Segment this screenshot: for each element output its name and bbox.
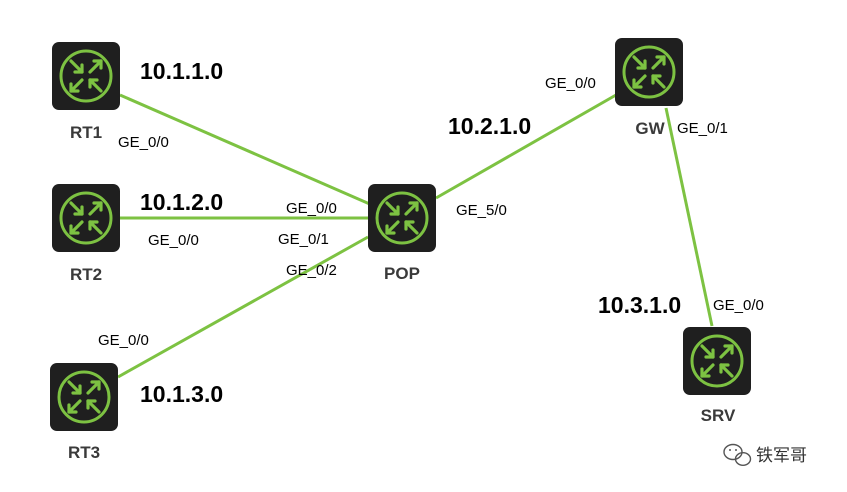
subnet-label-gw-srv: 10.3.1.0 xyxy=(598,292,681,318)
iface-label-gw-srv: GE_0/1 xyxy=(677,120,728,137)
link-rt3-pop xyxy=(117,235,369,379)
router-pop[interactable] xyxy=(366,182,438,254)
iface-label-pop-rt2: GE_0/1 xyxy=(278,231,329,248)
router-rt1[interactable] xyxy=(50,40,122,112)
router-label-gw: GW xyxy=(635,119,665,138)
wechat-icon xyxy=(723,443,752,467)
router-label-rt1: RT1 xyxy=(70,123,102,142)
router-icon xyxy=(50,182,122,254)
subnet-label-rt3-pop: 10.1.3.0 xyxy=(140,381,223,407)
router-rt3[interactable] xyxy=(48,361,120,433)
router-rt2[interactable] xyxy=(50,182,122,254)
iface-label-rt1: GE_0/0 xyxy=(118,134,169,151)
router-icon xyxy=(366,182,438,254)
watermark: 铁军哥 xyxy=(723,443,807,467)
watermark-text: 铁军哥 xyxy=(756,446,807,466)
iface-label-rt3: GE_0/0 xyxy=(98,332,149,349)
router-icon xyxy=(613,36,685,108)
subnet-label-pop-gw: 10.2.1.0 xyxy=(448,113,531,139)
subnet-label-rt1-pop: 10.1.1.0 xyxy=(140,58,223,84)
router-label-pop: POP xyxy=(384,264,420,283)
router-icon xyxy=(48,361,120,433)
router-label-rt3: RT3 xyxy=(68,443,100,462)
iface-label-pop-rt3: GE_0/2 xyxy=(286,262,337,279)
link-pop-gw xyxy=(435,93,617,200)
subnet-label-rt2-pop: 10.1.2.0 xyxy=(140,189,223,215)
iface-label-rt2: GE_0/0 xyxy=(148,232,199,249)
router-label-rt2: RT2 xyxy=(70,265,102,284)
iface-label-pop-rt1: GE_0/0 xyxy=(286,200,337,217)
link-rt1-pop xyxy=(119,93,373,207)
iface-label-gw-pop: GE_0/0 xyxy=(545,75,596,92)
router-srv[interactable] xyxy=(681,325,753,397)
iface-label-srv: GE_0/0 xyxy=(713,297,764,314)
router-label-srv: SRV xyxy=(701,406,736,425)
link-gw-srv xyxy=(664,107,714,327)
iface-label-pop-gw: GE_5/0 xyxy=(456,202,507,219)
router-icon xyxy=(50,40,122,112)
router-gw[interactable] xyxy=(613,36,685,108)
router-icon xyxy=(681,325,753,397)
